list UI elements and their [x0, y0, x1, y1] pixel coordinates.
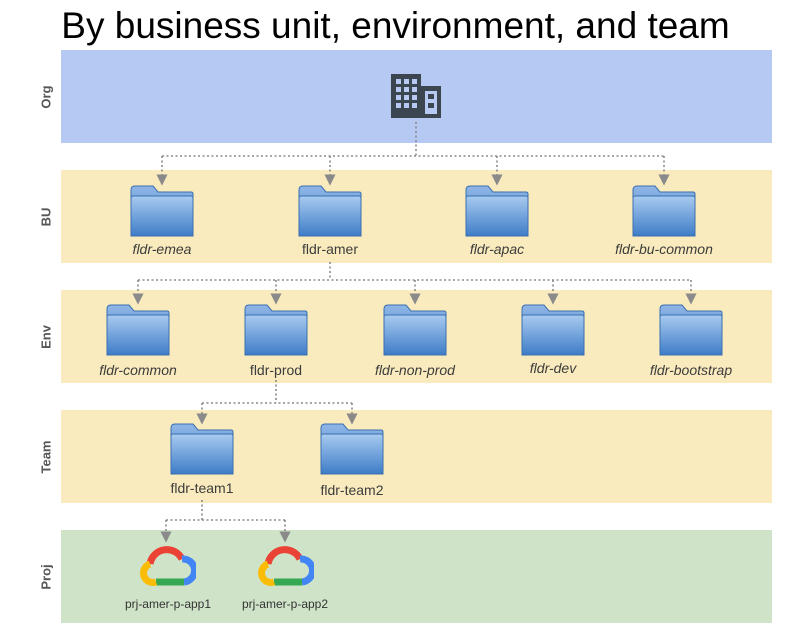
folder-icon [658, 303, 724, 357]
folder-label-non-prod: fldr-non-prod [375, 362, 455, 378]
folder-label-apac: fldr-apac [469, 241, 525, 257]
folder-label-team1: fldr-team1 [170, 480, 234, 496]
folder-label-team2: fldr-team2 [320, 482, 384, 498]
folder-label-dev: fldr-dev [529, 360, 577, 376]
folder-icon [129, 184, 195, 238]
folder-icon [105, 303, 171, 357]
folder-icon [297, 184, 363, 238]
folder-label-emea: fldr-emea [132, 241, 192, 257]
folder-icon [382, 303, 448, 357]
google-cloud-icon [140, 546, 196, 586]
folder-icon [631, 184, 697, 238]
project-label-app2: prj-amer-p-app2 [241, 597, 329, 611]
folder-label-common: fldr-common [99, 362, 177, 378]
folder-icon [464, 184, 530, 238]
google-cloud-icon [258, 546, 314, 586]
folder-label-amer: fldr-amer [301, 241, 359, 257]
folder-label-bu-common: fldr-bu-common [615, 241, 713, 257]
folder-icon [169, 422, 235, 476]
proj-band [61, 530, 772, 623]
project-label-app1: prj-amer-p-app1 [124, 597, 212, 611]
folder-icon [243, 303, 309, 357]
folder-label-prod: fldr-prod [249, 362, 303, 378]
folder-icon [520, 303, 586, 357]
diagram-title: By business unit, environment, and team [61, 5, 730, 46]
folder-label-bootstrap: fldr-bootstrap [649, 362, 733, 378]
folder-icon [319, 422, 385, 476]
building-icon [391, 74, 441, 118]
